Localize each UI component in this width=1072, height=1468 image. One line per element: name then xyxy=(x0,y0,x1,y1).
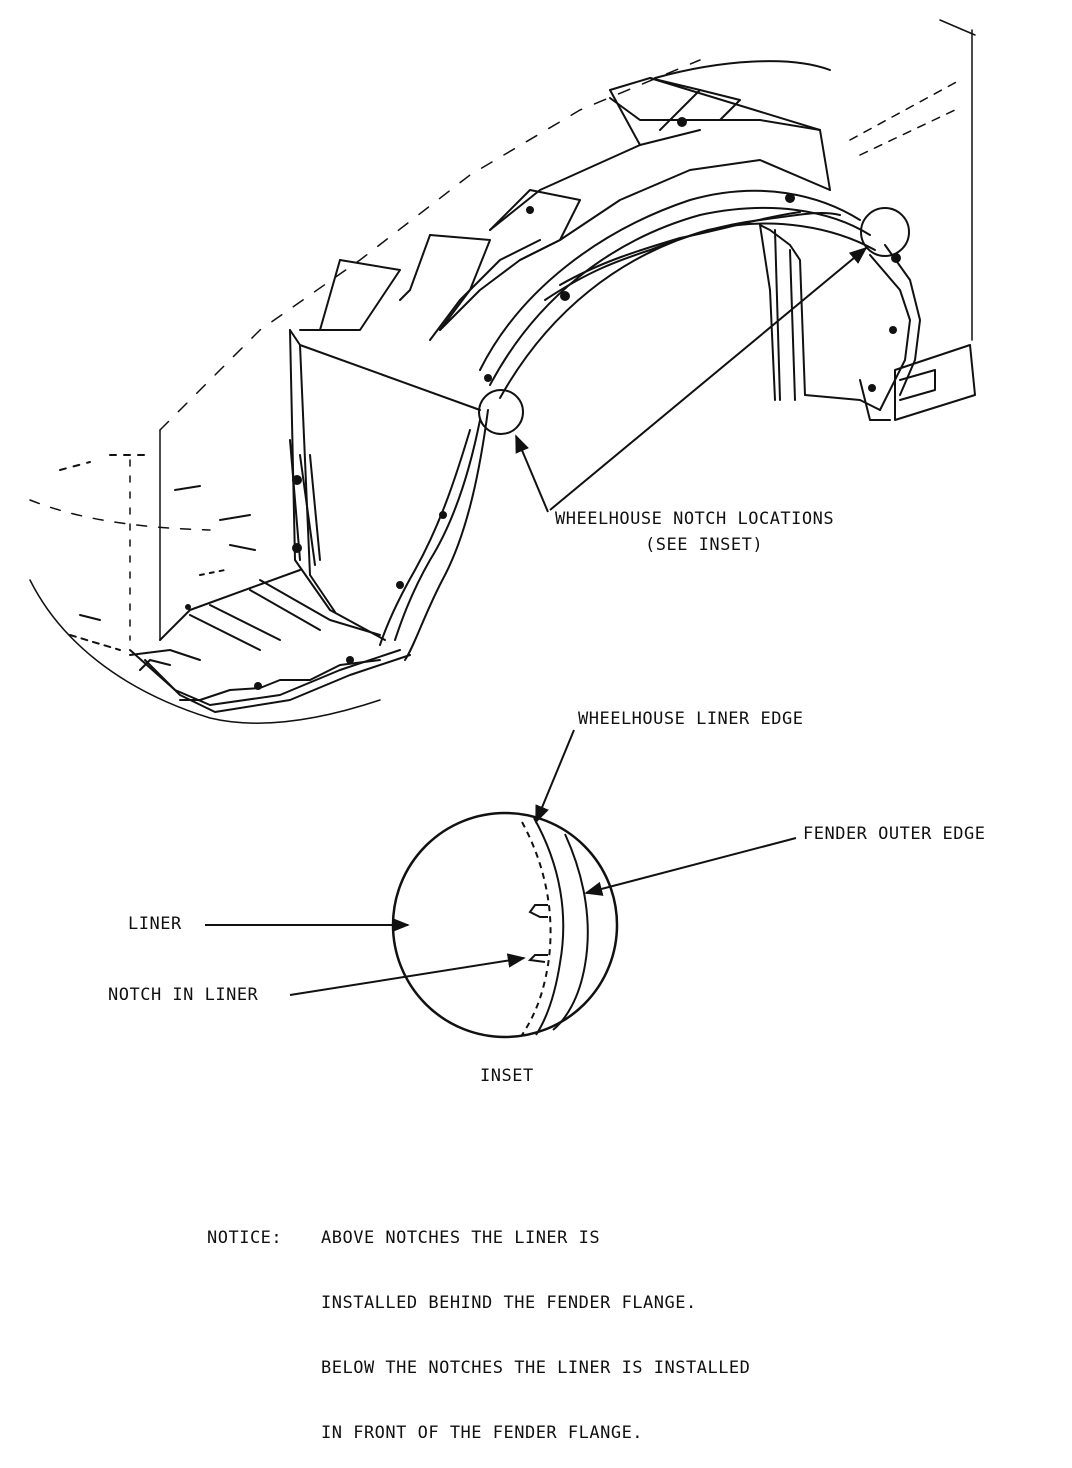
notch-location-circle-front xyxy=(478,389,524,435)
notice-line-3: BELOW THE NOTCHES THE LINER IS INSTALLED xyxy=(321,1358,751,1378)
wheelhouse-liner-illustration xyxy=(29,19,976,1039)
label-notch-in-liner: NOTCH IN LINER xyxy=(108,985,259,1005)
notch-location-circle-rear xyxy=(860,207,910,257)
notice-block: NOTICE: ABOVE NOTCHES THE LINER IS INSTA… xyxy=(207,1188,750,1468)
inset-leader-lines xyxy=(205,729,797,996)
label-fender-outer-edge: FENDER OUTER EDGE xyxy=(803,824,986,844)
notice-line-4: IN FRONT OF THE FENDER FLANGE. xyxy=(321,1423,644,1443)
notch-leader-lines xyxy=(515,246,868,513)
inset-detail xyxy=(391,811,619,1039)
fastener-dots xyxy=(185,117,901,690)
notice-line-1: ABOVE NOTCHES THE LINER IS xyxy=(321,1228,601,1248)
label-inset: INSET xyxy=(480,1066,534,1086)
notice-heading: NOTICE: xyxy=(207,1228,283,1248)
notice-line-2: INSTALLED BEHIND THE FENDER FLANGE. xyxy=(321,1293,697,1313)
label-liner: LINER xyxy=(128,914,182,934)
label-see-inset: (SEE INSET) xyxy=(645,535,764,555)
label-wheelhouse-liner-edge: WHEELHOUSE LINER EDGE xyxy=(578,709,804,729)
label-wheelhouse-notch-locations: WHEELHOUSE NOTCH LOCATIONS xyxy=(555,509,835,529)
fender-assembly-drawing xyxy=(29,19,976,724)
